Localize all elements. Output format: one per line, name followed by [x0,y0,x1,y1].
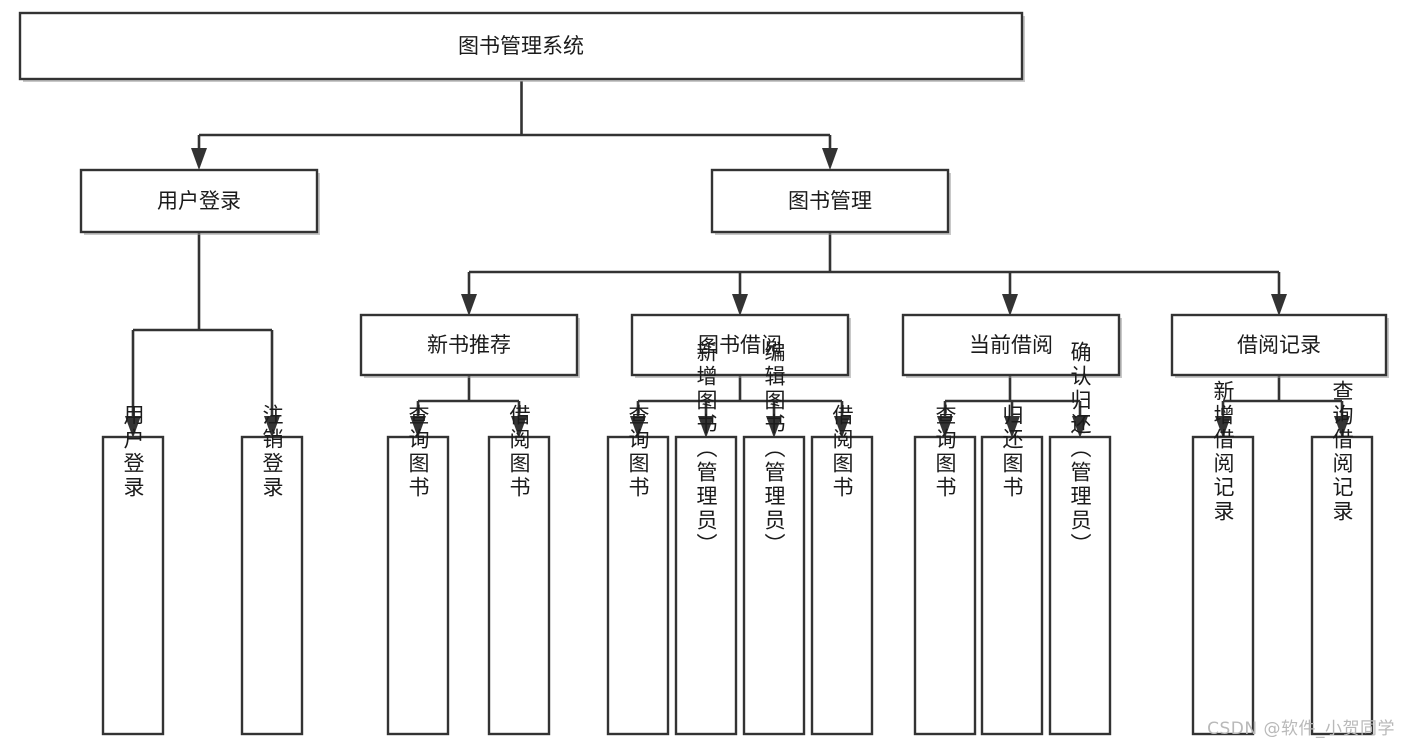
node-book-management-box[interactable] [710,168,950,234]
node-borrow-record-label: 借阅记录 [1237,333,1321,357]
arrowhead-borrow [732,294,748,316]
node-book-management[interactable]: 图书管理 [710,168,951,235]
leaf-user-login-box[interactable] [101,435,165,736]
arrowhead-record [1271,294,1287,316]
leaf-query-book-current[interactable]: 查询图书 [913,404,977,736]
leaf-query-book-current-box[interactable] [913,435,977,736]
leaf-query-book-newbook-label: 查询图书 [406,404,430,500]
leaf-query-book-borrow-box[interactable] [606,435,670,736]
leaf-user-login-label: 用户登录 [121,404,145,500]
node-borrow-record-box[interactable] [1170,313,1388,377]
leaf-add-borrow-record-label: 新增借阅记录 [1211,380,1235,524]
leaf-borrow-book-newbook-label: 借阅图书 [507,404,531,500]
leaf-return-book-label: 归还图书 [1000,404,1024,500]
leaf-user-login[interactable]: 用户登录 [101,404,165,736]
leaf-query-book-newbook-box[interactable] [386,435,450,736]
arrowhead-leaf-4 [511,416,527,438]
node-new-book-recommend[interactable]: 新书推荐 [359,313,580,378]
leaf-logout-box[interactable] [240,435,304,736]
arrowhead-user-login [191,148,207,170]
node-user-login[interactable]: 用户登录 [79,168,320,235]
node-book-management-label: 图书管理 [788,189,872,213]
leaf-query-book-newbook[interactable]: 查询图书 [386,404,450,736]
leaf-add-book-admin-box[interactable] [674,435,738,736]
node-user-login-label: 用户登录 [157,189,241,213]
arrowhead-leaf-10 [1004,416,1020,438]
arrowhead-leaf-5 [630,416,646,438]
node-current-borrow[interactable]: 当前借阅 [901,313,1122,378]
leaf-query-book-current-label: 查询图书 [933,404,957,500]
leaf-query-book-borrow[interactable]: 查询图书 [606,404,670,736]
leaf-edit-book-admin-box[interactable] [742,435,806,736]
arrowhead-leaf-6 [698,416,714,438]
leaf-edit-book-admin[interactable]: 编辑图书（管理员） [742,341,806,736]
leaf-confirm-return-admin-box[interactable] [1048,435,1112,736]
leaf-query-borrow-record[interactable]: 查询借阅记录 [1310,380,1374,736]
node-book-borrow[interactable]: 图书借阅 [630,313,851,378]
node-root-box[interactable] [18,11,1024,81]
leaf-borrow-book-borrow[interactable]: 借阅图书 [810,404,874,736]
leaf-query-borrow-record-label: 查询借阅记录 [1330,380,1354,524]
node-borrow-record[interactable]: 借阅记录 [1170,313,1389,378]
leaf-query-book-borrow-label: 查询图书 [626,404,650,500]
node-new-book-recommend-box[interactable] [359,313,579,377]
leaf-add-book-admin-label: 新增图书（管理员） [694,341,718,557]
arrowhead-leaf-11 [1072,416,1088,438]
arrowhead-leaf-13 [1334,416,1350,438]
leaf-confirm-return-admin-label: 确认归还（管理员） [1068,341,1092,557]
arrowhead-current [1002,294,1018,316]
node-current-borrow-label: 当前借阅 [969,333,1053,357]
leaf-add-book-admin[interactable]: 新增图书（管理员） [674,341,738,736]
leaf-confirm-return-admin[interactable]: 确认归还（管理员） [1048,341,1112,736]
arrowhead-leaf-12 [1215,416,1231,438]
leaf-borrow-book-newbook[interactable]: 借阅图书 [487,404,551,736]
arrowhead-newbook [461,294,477,316]
leaf-borrow-book-newbook-box[interactable] [487,435,551,736]
arrowhead-leaf-3 [410,416,426,438]
leaf-edit-book-admin-label: 编辑图书（管理员） [762,341,786,557]
node-new-book-recommend-label: 新书推荐 [427,333,511,357]
leaf-return-book-box[interactable] [980,435,1044,736]
node-current-borrow-box[interactable] [901,313,1121,377]
arrowhead-leaf-8 [834,416,850,438]
node-book-borrow-box[interactable] [630,313,850,377]
node-root-label: 图书管理系统 [458,34,584,58]
leaf-logout[interactable]: 注销登录 [240,404,304,736]
arrowhead-leaf-1 [125,416,141,438]
node-user-login-box[interactable] [79,168,319,234]
leaf-return-book[interactable]: 归还图书 [980,404,1044,736]
connector-layer [125,81,1350,438]
leaf-add-borrow-record[interactable]: 新增借阅记录 [1191,380,1255,736]
leaf-borrow-book-borrow-box[interactable] [810,435,874,736]
leaf-query-borrow-record-box[interactable] [1310,435,1374,736]
leaf-borrow-book-borrow-label: 借阅图书 [830,404,854,500]
arrowhead-leaf-9 [937,416,953,438]
leaf-logout-label: 注销登录 [260,404,284,500]
node-root[interactable]: 图书管理系统 [18,11,1025,82]
arrowhead-book-mgmt [822,148,838,170]
leaf-add-borrow-record-box[interactable] [1191,435,1255,736]
node-book-borrow-label: 图书借阅 [698,333,782,357]
arrowhead-leaf-7 [766,416,782,438]
arrowhead-leaf-2 [264,416,280,438]
